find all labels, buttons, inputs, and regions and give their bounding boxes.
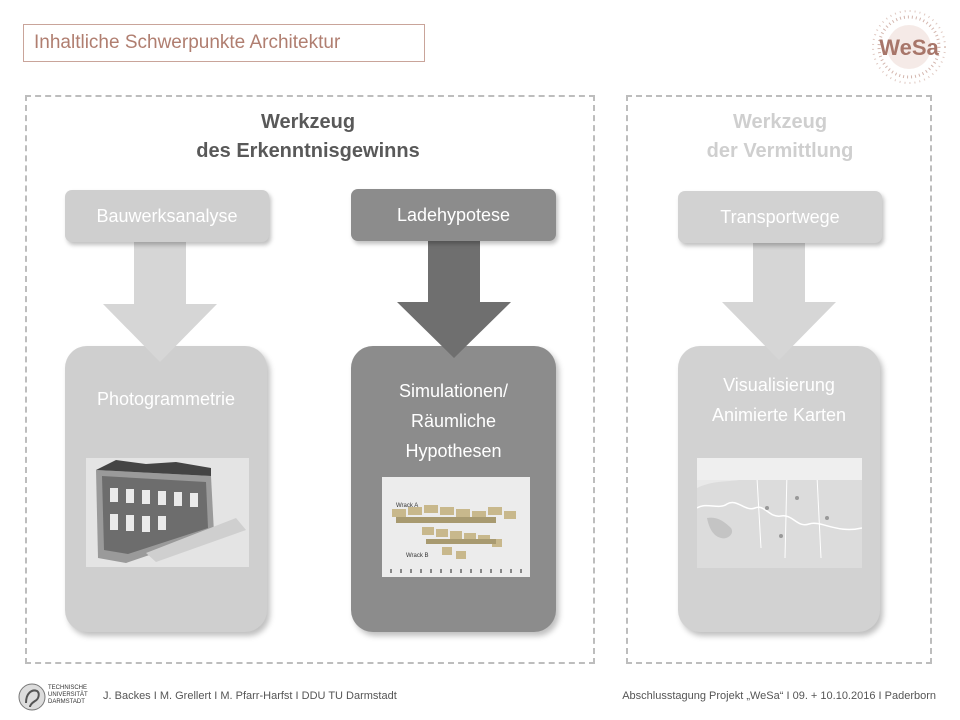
card-label-line: Räumliche bbox=[410, 411, 497, 431]
wesa-logo-dots: WeSa bbox=[872, 10, 946, 84]
panel-erkenntnisgewinn bbox=[25, 95, 595, 664]
arrow-down bbox=[722, 236, 836, 360]
card-label-line: Simulationen/ bbox=[398, 381, 509, 401]
university-line: TECHNISCHE bbox=[48, 685, 88, 691]
arrow-down bbox=[103, 236, 217, 362]
wrack-a-label: Wrack A bbox=[396, 503, 418, 509]
card-label-visualisierung: Visualisierung Animierte Karten bbox=[678, 370, 880, 430]
heading-line: der Vermittlung bbox=[706, 140, 854, 162]
cargo-simulation-image: Wrack A Wrack B bbox=[382, 477, 530, 577]
arrow-down bbox=[397, 236, 511, 358]
panel-right-heading: Werkzeug der Vermittlung bbox=[650, 108, 910, 166]
heading-line: Werkzeug bbox=[260, 111, 356, 133]
card-label-line: Visualisierung bbox=[723, 375, 835, 395]
university-line: UNIVERSITÄT bbox=[48, 692, 88, 698]
athena-icon bbox=[18, 683, 46, 711]
tag-transportwege: Transportwege bbox=[678, 191, 882, 243]
building-scan-image bbox=[86, 458, 249, 567]
heading-line: des Erkenntnisgewinns bbox=[196, 140, 420, 162]
wesa-logo: WeSa bbox=[866, 6, 952, 88]
tu-darmstadt-logo: TECHNISCHE UNIVERSITÄT DARMSTADT bbox=[18, 683, 93, 713]
heading-line: Werkzeug bbox=[732, 111, 828, 133]
footer-authors: J. Backes I M. Grellert I M. Pfarr-Harfs… bbox=[103, 690, 397, 702]
tag-bauwerksanalyse: Bauwerksanalyse bbox=[65, 190, 269, 242]
logo-text: WeSa bbox=[879, 35, 939, 60]
map-image bbox=[697, 458, 862, 568]
university-line: DARMSTADT bbox=[48, 699, 85, 705]
card-label-line: Hypothesen bbox=[405, 441, 502, 461]
card-label-line: Animierte Karten bbox=[711, 405, 847, 425]
panel-left-heading: Werkzeug des Erkenntnisgewinns bbox=[158, 108, 458, 166]
panel-vermittlung bbox=[626, 95, 932, 664]
card-label-simulationen: Simulationen/ Räumliche Hypothesen bbox=[351, 376, 556, 466]
tag-ladehypotese: Ladehypotese bbox=[351, 189, 556, 241]
wrack-b-label: Wrack B bbox=[406, 553, 429, 559]
footer-event: Abschlusstagung Projekt „WeSa“ I 09. + 1… bbox=[622, 690, 936, 702]
slide-title: Inhaltliche Schwerpunkte Architektur bbox=[23, 24, 425, 62]
card-label: Photogrammetrie bbox=[96, 389, 236, 409]
